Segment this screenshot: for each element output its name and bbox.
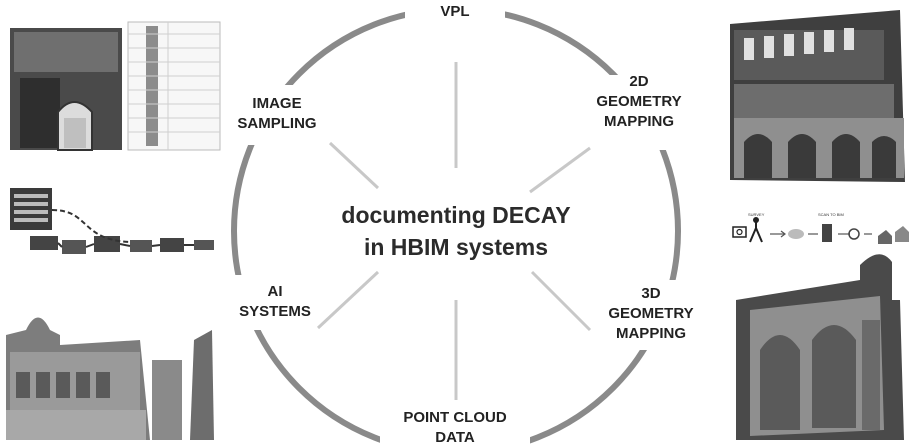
camera-icon — [732, 226, 747, 238]
model-icon — [822, 224, 832, 242]
point-cloud-illustration — [6, 317, 214, 440]
center-title-line2: in HBIM systems — [363, 234, 549, 260]
ring-gap-left-lower — [225, 275, 325, 330]
ring-gap-right-upper — [590, 75, 710, 150]
image-sampling-illustration — [10, 21, 221, 151]
label-ai-systems: AI SYSTEMS — [239, 283, 311, 320]
cloud-icon — [788, 229, 804, 239]
section-3d-illustration — [736, 254, 904, 440]
label-3d-geometry-mapping: 3D GEOMETRY MAPPING — [608, 285, 694, 342]
tripod-icon — [749, 222, 763, 243]
spoke-upper-left — [328, 141, 380, 190]
ring-gap-top — [405, 0, 505, 30]
facade-2d-illustration — [730, 10, 905, 182]
spokes — [316, 62, 592, 400]
label-2d-geometry-mapping: 2D GEOMETRY MAPPING — [596, 73, 682, 130]
ring-gap-left-upper — [225, 85, 325, 145]
center-title: documenting DECAY in HBIM systems — [326, 199, 586, 263]
label-vpl: VPL — [440, 3, 470, 20]
label-point-cloud-data: POINT CLOUD DATA — [403, 409, 507, 446]
spoke-lower-right — [530, 270, 592, 332]
center-title-line1: documenting DECAY — [341, 202, 571, 228]
ring-gap-right-lower — [590, 280, 715, 350]
label-image-sampling: IMAGE SAMPLING — [237, 95, 317, 132]
ring-gap-bottom — [380, 400, 530, 445]
spoke-upper-right — [529, 146, 591, 194]
survey-strip-illustration: SURVEY SCAN TO BIM — [732, 212, 909, 244]
spoke-lower-left — [316, 270, 380, 330]
vpl-graph-illustration — [10, 188, 214, 254]
scan-label: SCAN TO BIM — [818, 212, 844, 217]
survey-label: SURVEY — [748, 212, 765, 217]
